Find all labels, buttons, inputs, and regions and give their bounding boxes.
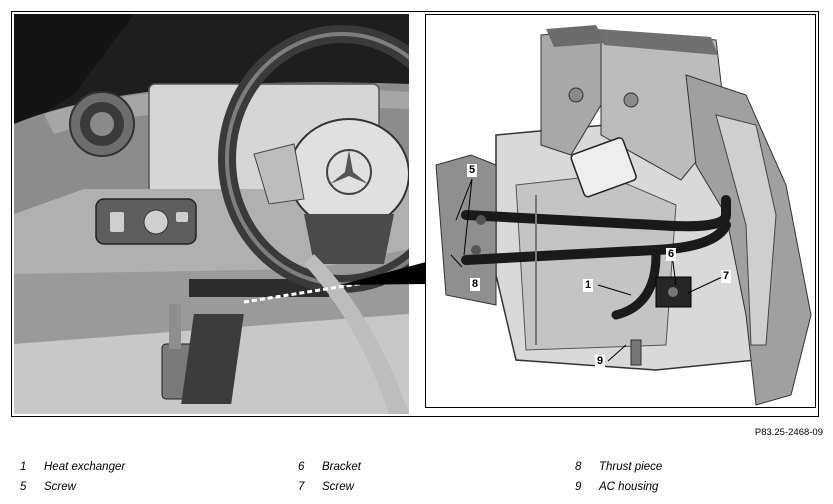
figure-id: P83.25-2468-09 bbox=[754, 427, 823, 438]
interior-illustration bbox=[14, 14, 409, 414]
ac-housing-detail: 5 8 1 6 7 9 bbox=[425, 14, 816, 408]
callout-8: 8 bbox=[470, 278, 481, 291]
pointer-wedge bbox=[340, 262, 426, 285]
callout-1: 1 bbox=[583, 279, 594, 292]
callout-9: 9 bbox=[595, 355, 606, 368]
callout-5: 6 bbox=[666, 248, 677, 261]
callout-7: 5 bbox=[467, 164, 478, 177]
ac-housing-illustration bbox=[435, 25, 812, 406]
callout-6: 7 bbox=[721, 270, 732, 283]
interior-view bbox=[14, 14, 409, 414]
